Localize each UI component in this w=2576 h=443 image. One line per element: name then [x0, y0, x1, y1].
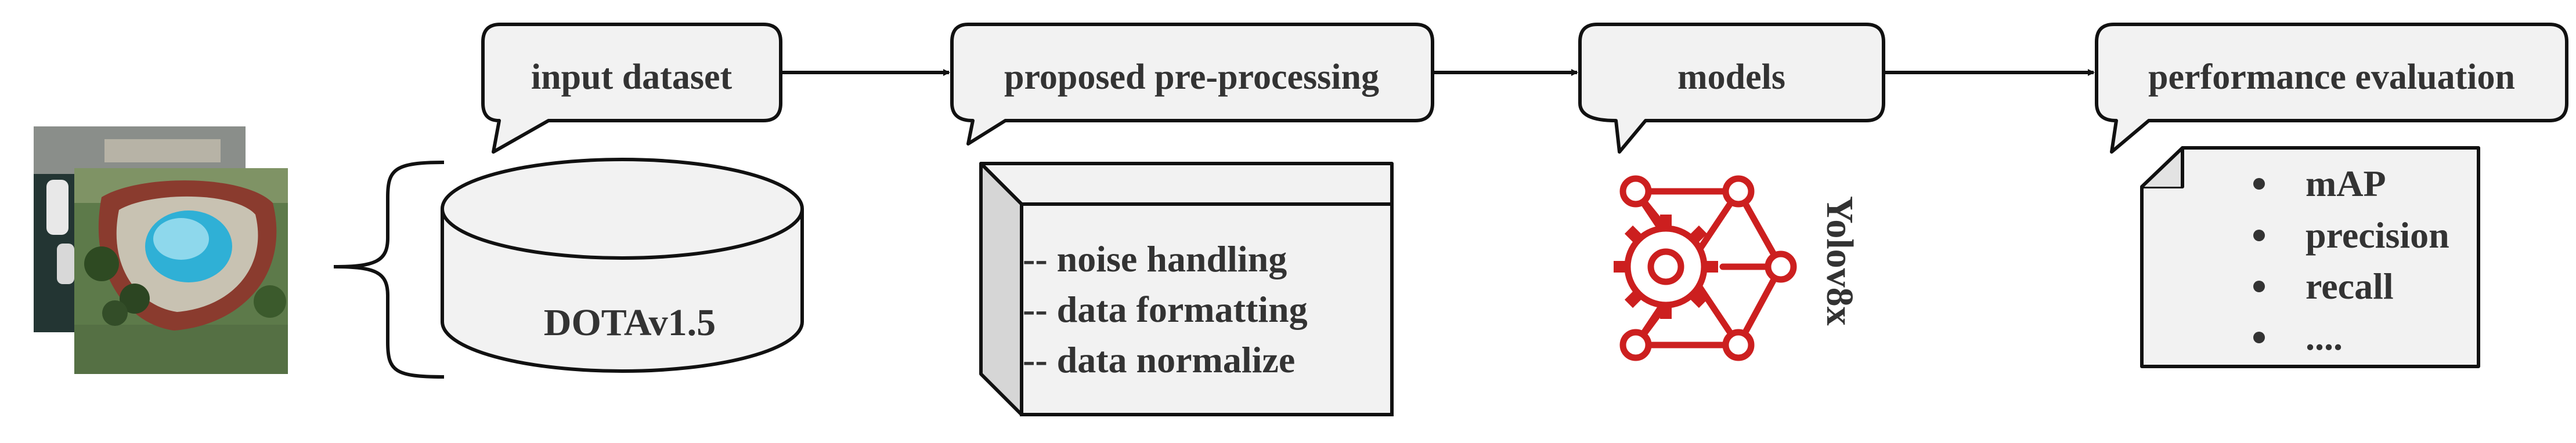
preprocessing-step: -- data normalize — [1023, 339, 1295, 380]
metric-item: mAP — [2306, 163, 2386, 204]
bullet — [2253, 281, 2265, 292]
callout-models: models — [1578, 23, 1885, 154]
gear-icon — [1614, 215, 1718, 319]
preprocessing-step: -- data formatting — [1023, 289, 1308, 330]
neural-network-gear-icon — [1614, 175, 1797, 361]
metric-item: precision — [2306, 215, 2449, 256]
metric-item: recall — [2306, 266, 2394, 307]
stage-title-preprocessing: proposed pre-processing — [1004, 57, 1379, 97]
model-name: Yolov8x — [1819, 196, 1861, 326]
preprocessing-box: -- noise handling -- data formatting -- … — [979, 162, 1394, 416]
callout-preprocessing: proposed pre-processing — [950, 23, 1434, 146]
metric-item: .... — [2306, 317, 2343, 358]
metrics-list: mAP precision recall .... — [2253, 163, 2449, 358]
bullet — [2253, 332, 2265, 343]
bullet — [2253, 178, 2265, 190]
stage-title-evaluation: performance evaluation — [2148, 57, 2515, 97]
stage-title-models: models — [1677, 57, 1785, 97]
preprocessing-step: -- noise handling — [1023, 238, 1287, 279]
curly-brace — [333, 161, 445, 379]
stage-title-input: input dataset — [531, 57, 733, 97]
satellite-photo-front — [74, 168, 288, 374]
metrics-note: mAP precision recall .... — [2140, 146, 2480, 368]
satellite-photo-stack-icon — [34, 126, 288, 374]
dataset-name: DOTAv1.5 — [544, 302, 716, 344]
bullet — [2253, 230, 2265, 241]
callout-input-dataset: input dataset — [481, 23, 782, 154]
callout-evaluation: performance evaluation — [2095, 23, 2568, 154]
dataset-cylinder: DOTAv1.5 — [441, 158, 804, 373]
